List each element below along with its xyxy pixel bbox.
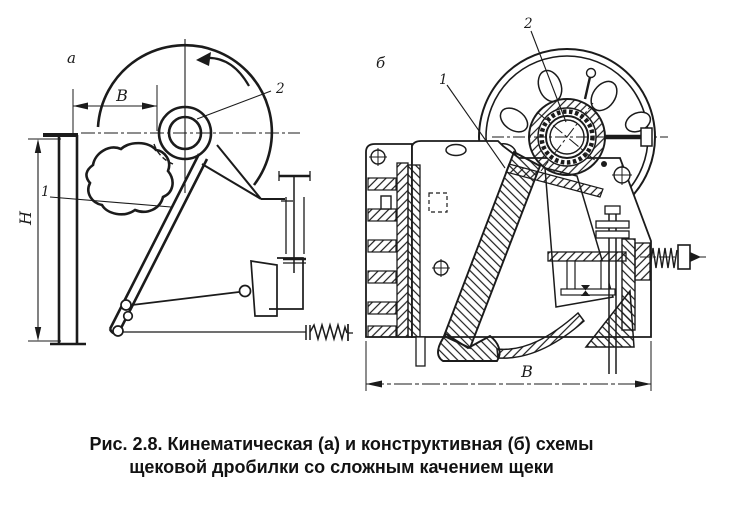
part-label-shaft-a: 2 (275, 81, 285, 97)
rib (367, 177, 397, 191)
dimension-width-a: В (72, 85, 158, 135)
crank-wedge (201, 144, 285, 200)
dim-arrow-left (73, 102, 88, 110)
dim-arrow-right (142, 102, 157, 110)
bolt-symbols (369, 148, 632, 277)
dimension-height-a: Н (16, 138, 61, 342)
eccentric-dashed-arc (153, 143, 174, 165)
eccentric-outer-circle (157, 105, 213, 161)
hub-centerline-d1 (540, 102, 594, 172)
tension-bolt-vertical (595, 205, 630, 374)
height-dim-label-a: Н (16, 210, 35, 226)
panel-label-b: б (376, 54, 386, 72)
dim-arrow-bottom (34, 327, 42, 341)
joint-middle (122, 310, 134, 322)
flywheel-circle (96, 43, 274, 186)
leader-jaw-b (446, 84, 506, 169)
screw-threads (649, 247, 678, 269)
rotation-arrow-arc (204, 56, 250, 87)
anchor-leg-left (415, 336, 426, 367)
grease-fitting-head (585, 67, 597, 79)
joint-lower (112, 325, 124, 337)
figure-caption: Рис. 2.8. Кинематическая (а) и конструкт… (0, 433, 683, 479)
hidden-square-dashed (428, 192, 448, 213)
moving-jaw-b (437, 150, 542, 362)
frame-rib-ladder (367, 177, 397, 338)
fixed-jaw-liner-2 (407, 164, 421, 338)
rib (367, 208, 397, 222)
rib (367, 270, 397, 284)
adjustment-screw-a (278, 171, 311, 273)
grease-fitting-stem (583, 76, 592, 100)
dim-arrow-top (34, 139, 42, 153)
leader-shaft-a (196, 90, 272, 120)
rib (367, 239, 397, 253)
fixed-jaw-liner-1 (396, 162, 409, 338)
rotation-arrow-head (196, 52, 211, 66)
figure-caption-line1: Рис. 2.8. Кинематическая (а) и конструкт… (89, 434, 594, 454)
guide-bar (547, 251, 627, 262)
toggle-plate-b (496, 311, 586, 359)
toggle-joint (238, 284, 252, 298)
spoke-hole (499, 107, 529, 133)
frame-oval-hole (445, 143, 467, 157)
guide-leg-right (600, 260, 610, 291)
bearing-hub (492, 67, 668, 176)
joint-upper (120, 299, 132, 311)
jaw-cover-strip (505, 163, 604, 198)
adjusting-screw-b (640, 244, 706, 270)
dim-arrow-left (366, 380, 382, 388)
guide-leg-left (566, 260, 576, 291)
guide-bolt (581, 285, 590, 296)
rear-plate-upper (634, 242, 651, 281)
rib (367, 325, 397, 338)
leader-jaw-a (49, 196, 172, 208)
part-label-shaft-b: 2 (523, 16, 533, 32)
toggle-link (131, 291, 240, 306)
part-label-jaw-b: 1 (439, 72, 448, 88)
screw-head (677, 244, 691, 270)
dimension-width-b: В (365, 341, 652, 391)
diagram-b: В 1 2 б (365, 16, 706, 391)
rib (367, 301, 397, 315)
leader-shaft-b (530, 30, 567, 123)
wedge-block (250, 259, 278, 317)
width-dim-label-a: В (115, 86, 128, 105)
eccentric-inner-circle (167, 115, 203, 151)
panel-label-a: а (67, 49, 76, 67)
bolt-nut-1 (595, 220, 630, 229)
adjustment-wedge-a (250, 257, 304, 317)
dim-arrow-right (635, 380, 651, 388)
rear-plate-hatched (621, 238, 636, 331)
spring-coil (309, 322, 348, 342)
moving-jaw-foot (437, 332, 501, 362)
toggle-plate-a (131, 284, 252, 306)
bolt-cap (604, 205, 621, 215)
diagram-a: В Н (16, 39, 353, 346)
shaft-end-bolt (640, 127, 653, 147)
bolt-dot (601, 161, 607, 167)
spoke-hole (590, 80, 618, 112)
width-dim-label-b: В (520, 362, 533, 381)
bolt-nut-2 (595, 230, 630, 239)
frame-square-hole (380, 195, 392, 210)
moving-jaw (108, 153, 209, 337)
rock (85, 141, 174, 216)
hub-centerline-d2 (536, 111, 598, 163)
part-label-jaw-a: 1 (41, 184, 50, 200)
figure-caption-line2: щековой дробилки со сложным качением щек… (129, 457, 554, 477)
screw-tip (690, 252, 701, 262)
tension-rod-spring-a (122, 322, 353, 342)
fixed-jaw (43, 133, 86, 346)
